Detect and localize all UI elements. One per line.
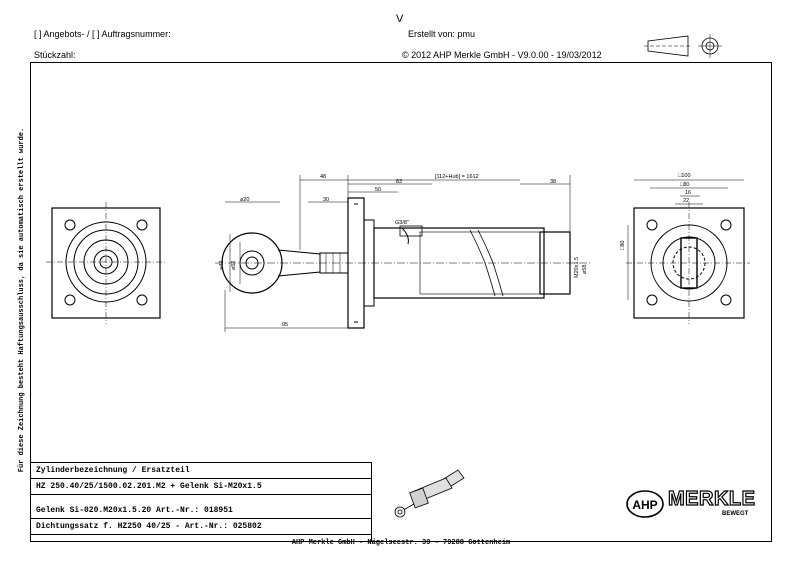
dim-83: 83 bbox=[396, 179, 402, 185]
title-block: Zylinderbezeichnung / Ersatzteil HZ 250.… bbox=[30, 462, 372, 542]
dim-stroke: [112+Hub] = 1612 bbox=[435, 174, 479, 180]
technical-drawing: 48 83 50 30 [112+Hub] = 1612 38 ⌀20 ⌀42 … bbox=[46, 173, 750, 332]
title-block-joint: Gelenk Si-020.M20x1.5.20 Art.-Nr.: 01895… bbox=[30, 503, 371, 519]
dim-95: 95 bbox=[282, 322, 288, 328]
company-logo: AHP MERKLE BEWEGT bbox=[626, 487, 760, 520]
dim-port-thread: G3/8" bbox=[395, 220, 409, 226]
dim-dia-42: ⌀42 bbox=[219, 261, 225, 270]
ahp-logo-icon: AHP bbox=[626, 490, 664, 518]
title-block-cylinder: HZ 250.40/25/1500.02.201.M2 + Gelenk Si-… bbox=[30, 479, 371, 495]
drawing-frame bbox=[30, 62, 772, 542]
dim-m20: M20x1.5 bbox=[574, 257, 580, 278]
dim-square-100: □100 bbox=[678, 173, 691, 179]
side-view bbox=[215, 175, 590, 332]
right-end-view bbox=[626, 179, 750, 324]
dim-16: 16 bbox=[685, 190, 691, 196]
dim-22: 22 bbox=[683, 198, 689, 204]
cylinder-3d-preview-icon bbox=[394, 469, 465, 518]
dim-50: 50 bbox=[375, 187, 381, 193]
disclaimer-vertical: Für diese Zeichnung besteht Haftungsauss… bbox=[18, 127, 26, 473]
logo-brand: MERKLE bbox=[667, 487, 756, 510]
dim-38: 38 bbox=[550, 179, 556, 185]
title-block-seal-kit: Dichtungssatz f. HZ250 40/25 - Art.-Nr.:… bbox=[30, 519, 371, 535]
logo-mark: AHP bbox=[632, 498, 657, 512]
dim-square-80-side: □80 bbox=[620, 241, 626, 250]
logo-tagline: BEWEGT bbox=[722, 511, 749, 517]
top-center-mark: V bbox=[396, 13, 404, 25]
dim-dia-52: ⌀52 bbox=[231, 261, 237, 270]
created-by-label: Erstellt von: pmu bbox=[408, 29, 476, 39]
dim-dia-20: ⌀20 bbox=[240, 197, 249, 203]
projection-symbol-icon bbox=[644, 34, 722, 58]
dim-square-80: □80 bbox=[680, 182, 689, 188]
left-end-view bbox=[46, 202, 166, 324]
quantity-label: Stückzahl: bbox=[34, 50, 76, 60]
dim-dia-58: ⌀58 bbox=[582, 265, 588, 274]
copyright-label: © 2012 AHP Merkle GmbH - V9.0.00 - 19/03… bbox=[402, 50, 602, 60]
company-address-footer: AHP Merkle GmbH - Nägelseestr. 39 - 7928… bbox=[291, 539, 511, 547]
dim-48: 48 bbox=[320, 174, 326, 180]
dim-30: 30 bbox=[323, 197, 329, 203]
order-number-label: [ ] Angebots- / [ ] Auftragsnummer: bbox=[34, 29, 171, 39]
title-block-heading: Zylinderbezeichnung / Ersatzteil bbox=[30, 463, 371, 479]
